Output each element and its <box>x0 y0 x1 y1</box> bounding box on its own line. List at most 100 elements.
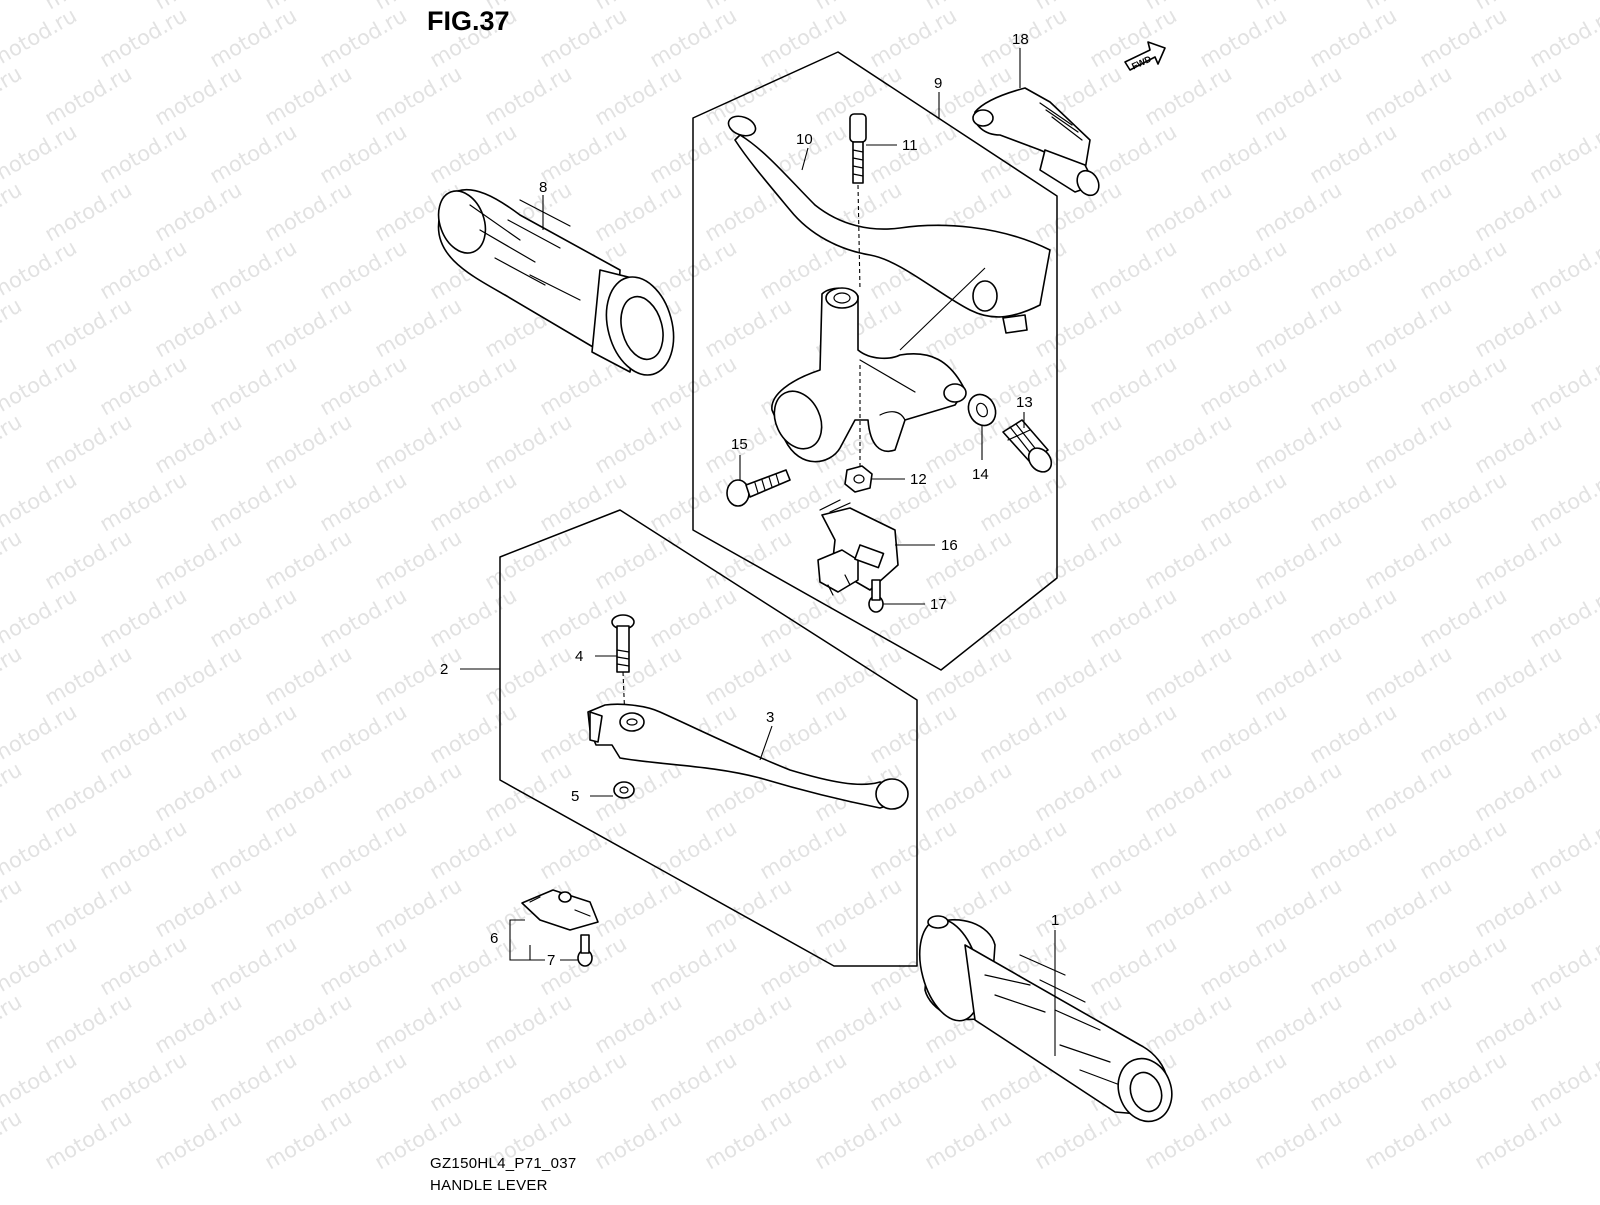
watermark-text: motod.ru <box>1306 1047 1401 1116</box>
watermark-text: motod.ru <box>371 525 466 594</box>
watermark-text: motod.ru <box>756 815 851 884</box>
watermark-text: motod.ru <box>0 641 26 710</box>
callout-11: 11 <box>902 137 918 154</box>
watermark-text: motod.ru <box>1306 931 1401 1000</box>
watermark-text: motod.ru <box>261 177 356 246</box>
watermark-text: motod.ru <box>1416 3 1511 72</box>
watermark-text: motod.ru <box>0 293 26 362</box>
watermark-text: motod.ru <box>426 815 521 884</box>
watermark-text: motod.ru <box>591 177 686 246</box>
watermark-text: motod.ru <box>1251 873 1346 942</box>
watermark-text: motod.ru <box>41 873 136 942</box>
callout-15: 15 <box>731 436 748 453</box>
watermark-text: motod.ru <box>206 467 301 536</box>
watermark-text: motod.ru <box>921 409 1016 478</box>
watermark-text: motod.ru <box>0 177 26 246</box>
watermark-text: motod.ru <box>591 641 686 710</box>
watermark-text: motod.ru <box>426 931 521 1000</box>
watermark-text: motod.ru <box>261 641 356 710</box>
watermark-text: motod.ru <box>1031 293 1126 362</box>
watermark-text: motod.ru <box>1141 989 1236 1058</box>
watermark-text: motod.ru <box>1251 525 1346 594</box>
watermark-text: motod.ru <box>41 409 136 478</box>
watermark-text: motod.ru <box>591 61 686 130</box>
callout-18: 18 <box>1012 31 1029 48</box>
callout-10: 10 <box>796 131 813 148</box>
watermark-text: motod.ru <box>701 1105 796 1174</box>
watermark-text: motod.ru <box>1361 873 1456 942</box>
callout-4: 4 <box>575 648 583 665</box>
watermark-text: motod.ru <box>1031 641 1126 710</box>
model-code: GZ150HL4_P71_037 <box>430 1155 577 1172</box>
watermark-text: motod.ru <box>96 119 191 188</box>
watermark-text: motod.ru <box>261 409 356 478</box>
watermark-text: motod.ru <box>1306 351 1401 420</box>
watermark-text: motod.ru <box>1086 815 1181 884</box>
watermark-text: motod.ru <box>316 119 411 188</box>
watermark-text: motod.ru <box>756 3 851 72</box>
watermark-text: motod.ru <box>1251 61 1346 130</box>
watermark-text: motod.ru <box>646 3 741 72</box>
watermark-text: motod.ru <box>316 1047 411 1116</box>
watermark-text: motod.ru <box>921 525 1016 594</box>
watermark-text: motod.ru <box>41 757 136 826</box>
watermark-text: motod.ru <box>1251 409 1346 478</box>
watermark-text: motod.ru <box>1196 583 1291 652</box>
watermark-text: motod.ru <box>866 1047 961 1116</box>
watermark-text: motod.ru <box>206 3 301 72</box>
watermark-text: motod.ru <box>151 177 246 246</box>
watermark-text: motod.ru <box>1086 235 1181 304</box>
watermark-text: motod.ru <box>1471 989 1566 1058</box>
watermark-text: motod.ru <box>1196 351 1291 420</box>
watermark-text: motod.ru <box>536 1047 631 1116</box>
watermark-text: motod.ru <box>591 989 686 1058</box>
pivot-nut-part <box>845 466 872 492</box>
watermark-text: motod.ru <box>591 1105 686 1174</box>
watermark-text: motod.ru <box>206 1047 301 1116</box>
watermark-text: motod.ru <box>1196 699 1291 768</box>
watermark-text: motod.ru <box>481 757 576 826</box>
watermark-text: motod.ru <box>481 409 576 478</box>
callout-9: 9 <box>934 75 942 92</box>
watermark-text: motod.ru <box>591 873 686 942</box>
watermark-text: motod.ru <box>426 699 521 768</box>
watermark-text: motod.ru <box>316 351 411 420</box>
watermark-text: motod.ru <box>591 525 686 594</box>
watermark-text: motod.ru <box>261 873 356 942</box>
watermark-text: motod.ru <box>1086 583 1181 652</box>
watermark-text: motod.ru <box>316 583 411 652</box>
watermark-text: motod.ru <box>921 641 1016 710</box>
watermark-text: motod.ru <box>701 641 796 710</box>
watermark-text: motod.ru <box>1361 409 1456 478</box>
watermark-text: motod.ru <box>1031 525 1126 594</box>
watermark-text: motod.ru <box>646 1047 741 1116</box>
watermark-text: motod.ru <box>1251 177 1346 246</box>
watermark-text: motod.ru <box>0 757 26 826</box>
watermark-text: motod.ru <box>261 1105 356 1174</box>
watermark-text: motod.ru <box>1361 177 1456 246</box>
watermark-text: motod.ru <box>1361 293 1456 362</box>
watermark-text: motod.ru <box>481 989 576 1058</box>
watermark-text: motod.ru <box>41 641 136 710</box>
watermark-text: motod.ru <box>1251 989 1346 1058</box>
watermark-text: motod.ru <box>1361 757 1456 826</box>
watermark-text: motod.ru <box>151 293 246 362</box>
watermark-text: motod.ru <box>426 467 521 536</box>
watermark-text: motod.ru <box>96 583 191 652</box>
watermark-text: motod.ru <box>261 61 356 130</box>
watermark-text: motod.ru <box>756 1047 851 1116</box>
figure-title: FIG.37 <box>427 6 510 37</box>
watermark-text: motod.ru <box>0 873 26 942</box>
watermark-text: motod.ru <box>41 1105 136 1174</box>
watermark-text: motod.ru <box>1526 1047 1600 1116</box>
section-name: HANDLE LEVER <box>430 1177 548 1194</box>
watermark-text: motod.ru <box>811 1105 906 1174</box>
callout-14: 14 <box>972 466 989 483</box>
watermark-text: motod.ru <box>701 293 796 362</box>
watermark-text: motod.ru <box>1031 757 1126 826</box>
watermark-text: motod.ru <box>1526 583 1600 652</box>
watermark-text: motod.ru <box>371 293 466 362</box>
watermark-text: motod.ru <box>1416 1047 1511 1116</box>
watermark-text: motod.ru <box>1196 467 1291 536</box>
